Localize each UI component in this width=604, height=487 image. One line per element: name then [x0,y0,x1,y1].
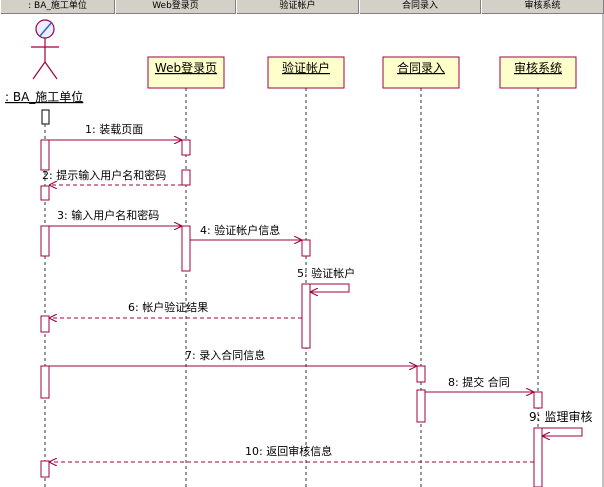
activation-actor-3 [40,225,50,257]
activation-actor-2 [40,185,50,201]
message-label-9: 9: 监理审核 [529,409,593,424]
header-col-verify-account[interactable]: 验证帐户 [236,0,359,14]
column-header-bar: : BA_施工单位 Web登录页 验证帐户 合同录入 审核系统 [0,0,604,14]
actor-name: : BA_施工单位 [5,89,83,104]
lifeline-box-web-login[interactable]: Web登录页 [147,56,225,89]
activation-actor-1 [40,139,50,171]
activation-contract-2 [416,389,426,423]
header-col-actor[interactable]: : BA_施工单位 [0,0,115,14]
message-label-3: 3: 输入用户名和密码 [57,208,159,222]
activation-actor-5 [40,365,50,399]
message-label-10: 10: 返回审核信息 [245,444,332,458]
actor-focus-marker [41,109,50,125]
activation-audit-2 [533,427,543,487]
actor-stick-figure[interactable] [31,19,59,80]
activation-contract-1 [416,365,426,383]
lifeline-label-verify-account: 验证帐户 [282,60,330,75]
lifeline-box-audit-system[interactable]: 审核系统 [499,56,577,89]
activation-web-2 [181,169,191,186]
lifeline-box-contract-entry[interactable]: 合同录入 [382,56,460,89]
lifeline-label-contract-entry: 合同录入 [397,60,445,75]
message-label-8: 8: 提交 合同 [448,375,510,389]
header-col-contract-entry[interactable]: 合同录入 [359,0,481,14]
activation-audit-1 [533,391,543,409]
activation-verify-2 [301,283,311,349]
message-label-1: 1: 装载页面 [85,123,143,136]
message-label-4: 4: 验证帐户信息 [200,223,280,237]
message-label-5: 5: 验证帐户 [297,266,355,280]
activation-actor-4 [40,315,50,333]
activation-web-1 [181,139,191,156]
lifeline-label-audit-system: 审核系统 [514,60,562,75]
message-label-7: 7: 录入合同信息 [185,348,265,362]
lifeline-label-web-login: Web登录页 [155,60,217,75]
activation-web-3 [181,225,191,272]
message-label-2: 2: 提示输入用户名和密码 [42,168,166,182]
message-label-6: 6: 帐户验证结果 [128,300,208,314]
activation-verify-1 [301,239,311,257]
header-col-web-login[interactable]: Web登录页 [115,0,236,14]
lifeline-box-verify-account[interactable]: 验证帐户 [267,56,345,89]
activation-actor-6 [40,460,50,478]
message-arrow-9[interactable] [542,427,583,436]
message-arrow-5[interactable] [310,283,350,292]
